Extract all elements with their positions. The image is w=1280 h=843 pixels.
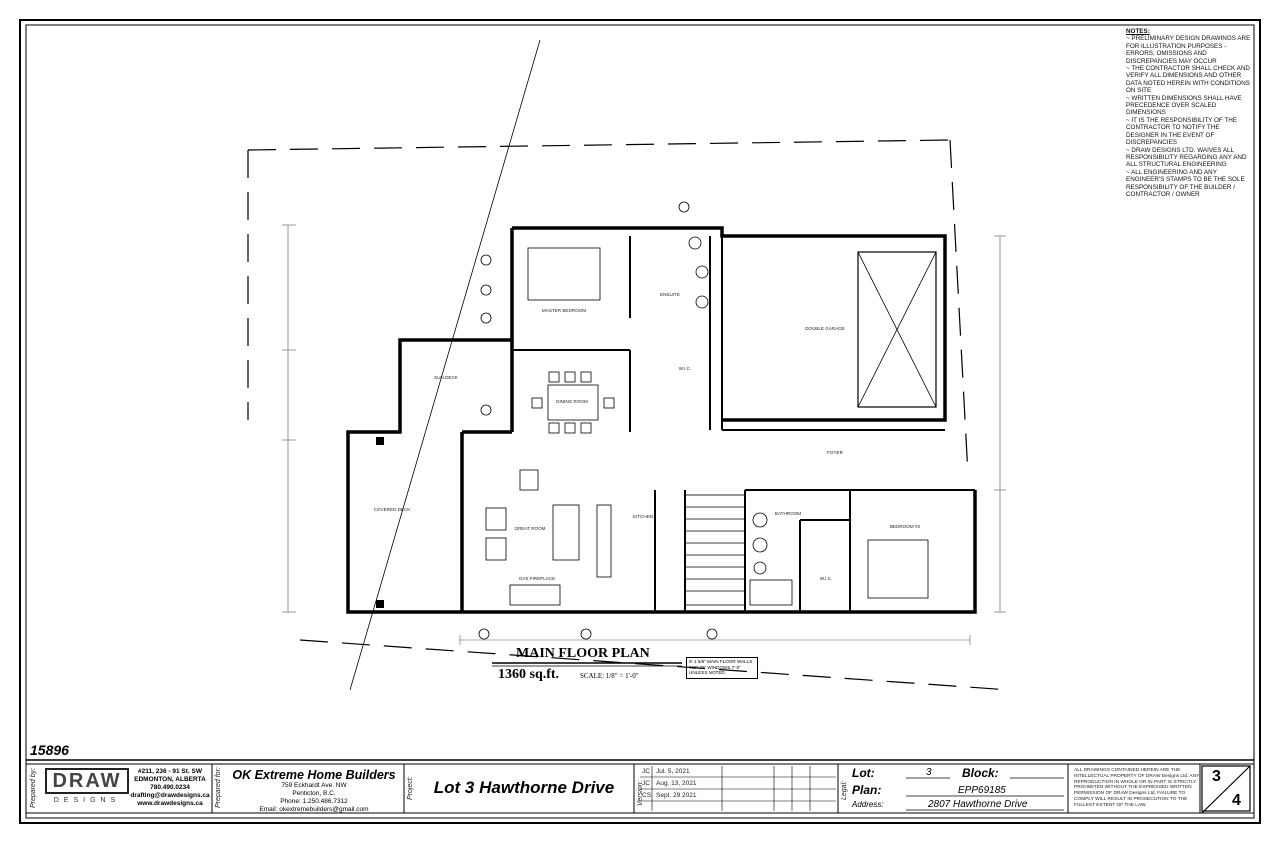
note-item: ~ IT IS THE RESPONSIBILITY OF THE CONTRA… <box>1126 116 1237 147</box>
project-label: Project: <box>407 776 414 800</box>
designer-address-line: #211, 236 - 91 St. SW <box>138 768 202 775</box>
wall-note-line1: 9'-1 5/8" MAIN FLOOR WALLS <box>689 659 753 664</box>
prepared-for-label: Prepared for: <box>215 767 222 808</box>
client-address: 759 Eckhardt Ave. NW <box>281 782 347 789</box>
plan-title: MAIN FLOOR PLAN <box>516 646 650 661</box>
designer-address-line: EDMONTON, ALBERTA <box>134 776 206 783</box>
general-notes: NOTES: ~ PRELIMINARY DESIGN DRAWINGS ARE… <box>1126 28 1254 198</box>
note-item: ~ THE CONTRACTOR SHALL CHECK AND VERIFY … <box>1126 65 1250 95</box>
prepared-by-label: Prepared by: <box>30 767 37 808</box>
designer-email: drafting@drawdesigns.ca <box>130 792 210 799</box>
address-label: Address: <box>852 800 884 809</box>
note-item: ~ ALL ENGINEERING AND ANY ENGINEER'S STA… <box>1126 168 1245 198</box>
project-name: Lot 3 Hawthorne Drive <box>433 778 615 797</box>
client-info: OK Extreme Home Builders 759 Eckhardt Av… <box>226 768 402 814</box>
legal-label: Legal: <box>841 780 848 800</box>
designer-address: #211, 236 - 91 St. SW EDMONTON, ALBERTA … <box>130 768 210 808</box>
room-foyer: FOYER <box>827 450 844 455</box>
revision-by: JC <box>642 768 650 775</box>
room-bath: BATHROOM <box>775 511 801 516</box>
revision-date: Jul. 5, 2021 <box>656 768 690 775</box>
room-bedroom2: BEDROOM #2 <box>890 524 921 529</box>
note-item: ~ WRITTEN DIMENSIONS SHALL HAVE PRECEDEN… <box>1126 94 1242 117</box>
room-sundeck: SUN DECK <box>434 375 459 380</box>
grid-markers <box>478 201 718 640</box>
wall-note-line2: TOP OF WINDOWS 7'-0" <box>689 664 741 670</box>
room-ensuite: ENSUITE <box>660 292 680 297</box>
stairs <box>684 494 746 606</box>
designer-website: www.drawdesigns.ca <box>137 800 203 807</box>
interior-walls <box>512 236 975 612</box>
furniture <box>485 236 929 606</box>
room-great: GREAT ROOM <box>515 526 546 531</box>
scale-label: SCALE: 1/8" <box>580 672 618 680</box>
title-block-grid <box>211 764 1251 814</box>
copyright-notice: ALL DRAWINGS CONTAINED HEREIN ARE THE IN… <box>1074 768 1200 808</box>
block-label: Block: <box>962 766 999 780</box>
draw-logo: DRAW <box>45 768 129 794</box>
garage-door <box>857 251 937 408</box>
note-item: ~ DRAW DESIGNS LTD. WAIVES ALL RESPONSIB… <box>1126 146 1247 169</box>
designer-phone: 780.490.0234 <box>150 784 190 791</box>
scale-value: 1'-0" <box>625 672 639 680</box>
posts <box>376 437 384 608</box>
draw-logo-sub: DESIGNS <box>53 797 121 804</box>
plan-area: 1360 sq.ft. <box>498 667 560 682</box>
room-dining: DINING ROOM <box>556 399 588 404</box>
lot-label: Lot: <box>852 766 875 780</box>
dimension-lines <box>282 224 1006 645</box>
outer-border <box>19 19 1261 824</box>
easement-line <box>349 39 541 691</box>
room-covered: COVERED DECK <box>374 507 412 512</box>
client-name: OK Extreme Home Builders <box>232 768 396 782</box>
revision-by: CS <box>642 792 652 799</box>
room-garage: DOUBLE GARAGE <box>805 326 845 331</box>
client-phone: Phone: 1.250.486.7312 <box>280 798 348 805</box>
address-value: 2807 Hawthorne Drive <box>928 799 1028 810</box>
room-wic2: W.I.C. <box>820 576 833 581</box>
inner-border <box>25 24 1255 819</box>
note-item: ~ PRELIMINARY DESIGN DRAWINGS ARE FOR IL… <box>1126 35 1251 65</box>
property-lines <box>247 139 1011 691</box>
revision-date: Aug. 13, 2021 <box>656 780 697 787</box>
revision-by: JC <box>642 780 650 787</box>
client-email: Email: okextremebuilders@gmail.com <box>259 806 369 813</box>
lot-value: 3 <box>926 767 932 778</box>
wall-height-note: 9'-1 5/8" MAIN FLOOR WALLS TOP OF WINDOW… <box>686 657 758 679</box>
page-total: 4 <box>1232 792 1241 809</box>
plan-scale: SCALE: 1/8" = 1'-0" <box>580 672 639 680</box>
wall-note-line3: UNLESS NOTED <box>689 670 725 675</box>
room-wic1: W.I.C. <box>679 366 692 371</box>
exterior-walls <box>346 226 977 614</box>
scale-eq: = <box>619 672 624 680</box>
room-kitchen: KITCHEN <box>633 514 653 519</box>
page-current: 3 <box>1212 768 1221 785</box>
sheet-number: 15896 <box>30 742 69 758</box>
client-city: Penticton, B.C. <box>292 790 336 797</box>
revision-date: Sept. 29 2021 <box>656 792 697 799</box>
plan-value: EPP69185 <box>958 785 1006 796</box>
notes-heading: NOTES: <box>1126 28 1150 35</box>
plan-label: Plan: <box>852 783 882 797</box>
room-fireplace: GAS FIREPLACE <box>519 576 556 581</box>
room-master: MASTER BEDROOM <box>542 308 586 313</box>
